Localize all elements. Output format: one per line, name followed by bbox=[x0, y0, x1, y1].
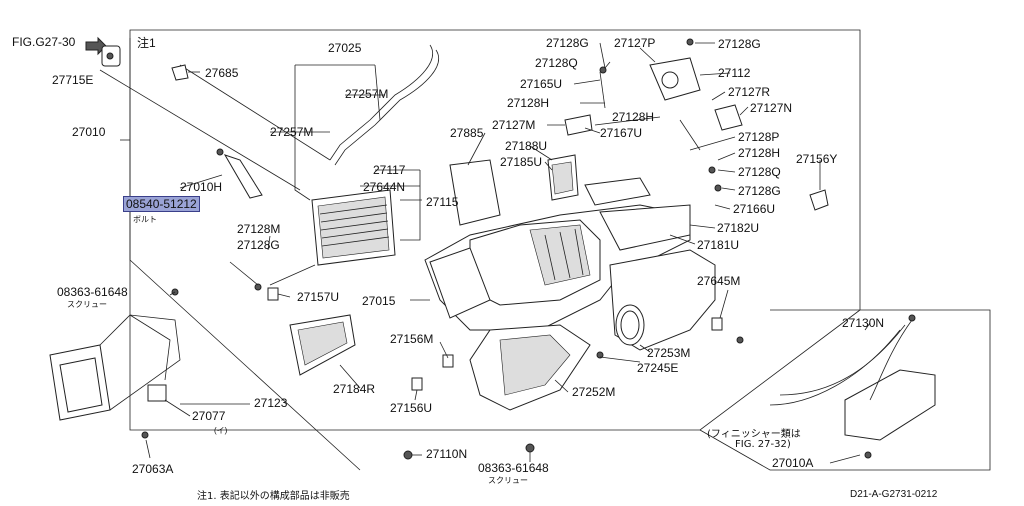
part-label-27885[interactable]: 27885 bbox=[450, 126, 484, 140]
part-label-27025[interactable]: 27025 bbox=[328, 41, 362, 55]
part-label-27715E[interactable]: 27715E bbox=[52, 73, 94, 87]
part-label-08363-61648-top[interactable]: 08363-61648 bbox=[57, 285, 128, 299]
heater-core-27115 bbox=[311, 189, 396, 266]
bracket-27010H bbox=[223, 154, 263, 199]
part-label-27181U[interactable]: 27181U bbox=[697, 238, 740, 252]
bracket-27685 bbox=[171, 64, 189, 81]
part-label-27127P[interactable]: 27127P bbox=[614, 36, 656, 50]
part-label-27010H[interactable]: 27010H bbox=[180, 180, 223, 194]
part-label-27156U[interactable]: 27156U bbox=[390, 401, 433, 415]
part-label-27128G-left[interactable]: 27128G bbox=[237, 238, 280, 252]
part-label-27128P[interactable]: 27128P bbox=[738, 130, 780, 144]
part-label-27128Q-a[interactable]: 27128Q bbox=[535, 56, 578, 70]
part-label-27077-sub: (イ) bbox=[214, 426, 228, 435]
part-label-27115[interactable]: 27115 bbox=[426, 195, 459, 209]
lever-27156Y bbox=[809, 189, 829, 211]
part-label-27128M[interactable]: 27128M bbox=[237, 222, 281, 236]
part-label-27257M-a[interactable]: 27257M bbox=[345, 87, 389, 101]
part-label-27063A[interactable]: 27063A bbox=[132, 462, 174, 476]
part-label-27127N[interactable]: 27127N bbox=[750, 101, 793, 115]
screw-caption-top: スクリュー bbox=[67, 300, 107, 309]
part-label-27128G-tr[interactable]: 27128G bbox=[718, 37, 761, 51]
clip-27157U bbox=[267, 287, 279, 301]
finisher-note-line2: FIG. 27-32) bbox=[735, 439, 791, 450]
part-label-27123[interactable]: 27123 bbox=[254, 396, 288, 410]
part-label-27253M[interactable]: 27253M bbox=[647, 346, 691, 360]
main-frame bbox=[129, 29, 861, 431]
duct-27252M bbox=[469, 324, 591, 411]
clip-27156U bbox=[411, 377, 423, 391]
part-label-27167U[interactable]: 27167U bbox=[600, 126, 643, 140]
diagram-code: D21-A-G2731-0212 bbox=[850, 489, 938, 500]
heater-case-27015 bbox=[424, 204, 691, 331]
left-frame bbox=[129, 38, 361, 471]
part-label-27188U[interactable]: 27188U bbox=[505, 139, 548, 153]
duct-27885 bbox=[449, 159, 501, 226]
part-label-27185U[interactable]: 27185U bbox=[500, 155, 543, 169]
part-label-27010[interactable]: 27010 bbox=[72, 125, 106, 139]
part-label-27110N[interactable]: 27110N bbox=[426, 447, 468, 461]
figure-ref[interactable]: FIG.G27-30 bbox=[12, 35, 76, 49]
part-label-08540-51212[interactable]: 08540-51212 bbox=[123, 196, 200, 212]
part-label-27165U[interactable]: 27165U bbox=[520, 77, 563, 91]
clip-27645M bbox=[711, 317, 723, 331]
part-label-27128G-r[interactable]: 27128G bbox=[738, 184, 781, 198]
part-label-27010A[interactable]: 27010A bbox=[772, 456, 814, 470]
part-label-27128H-b[interactable]: 27128H bbox=[507, 96, 550, 110]
part-label-08363-61648-bot[interactable]: 08363-61648 bbox=[478, 461, 549, 475]
part-label-27182U[interactable]: 27182U bbox=[717, 221, 760, 235]
part-label-27166U[interactable]: 27166U bbox=[733, 202, 776, 216]
part-label-27015[interactable]: 27015 bbox=[362, 294, 396, 308]
part-label-27157U[interactable]: 27157U bbox=[297, 290, 340, 304]
door-27188U bbox=[584, 177, 651, 206]
part-label-27127R[interactable]: 27127R bbox=[728, 85, 771, 99]
mechanism-parts bbox=[564, 38, 829, 211]
part-label-27156M[interactable]: 27156M bbox=[390, 332, 434, 346]
finisher-note-line1: (フィニッシャー類は bbox=[707, 429, 801, 440]
control-assembly-27130N bbox=[769, 314, 936, 459]
clip-27077 bbox=[147, 384, 167, 402]
duct-27253M bbox=[609, 249, 716, 351]
part-label-27645M[interactable]: 27645M bbox=[697, 274, 741, 288]
part-label-27685[interactable]: 27685 bbox=[205, 66, 239, 80]
part-label-27112[interactable]: 27112 bbox=[718, 66, 751, 80]
part-label-27128H-a[interactable]: 27128H bbox=[612, 110, 655, 124]
part-label-27077[interactable]: 27077 bbox=[192, 409, 226, 423]
part-label-27156Y[interactable]: 27156Y bbox=[796, 152, 838, 166]
link-27127M bbox=[564, 114, 593, 136]
part-label-27257M-b[interactable]: 27257M bbox=[270, 125, 314, 139]
clip-27156M bbox=[442, 354, 454, 368]
part-label-27127M[interactable]: 27127M bbox=[492, 118, 536, 132]
duct-27123 bbox=[49, 288, 181, 439]
part-label-27130N[interactable]: 27130N bbox=[842, 316, 885, 330]
screw-caption-bot: スクリュー bbox=[488, 476, 528, 485]
part-label-27128H-c[interactable]: 27128H bbox=[738, 146, 781, 160]
note-marker: 注1 bbox=[137, 36, 156, 50]
part-label-27117[interactable]: 27117 bbox=[373, 163, 406, 177]
part-label-27128G-top[interactable]: 27128G bbox=[546, 36, 589, 50]
part-label-27252M[interactable]: 27252M bbox=[572, 385, 616, 399]
bolt-caption: ボルト bbox=[133, 215, 157, 224]
footnote: 注1. 表記以外の構成部品は非販売 bbox=[197, 491, 350, 502]
part-label-27184R[interactable]: 27184R bbox=[333, 382, 376, 396]
control-frame bbox=[699, 309, 991, 471]
part-label-27245E[interactable]: 27245E bbox=[637, 361, 679, 375]
part-label-27644N[interactable]: 27644N bbox=[363, 180, 406, 194]
part-label-27128Q-b[interactable]: 27128Q bbox=[738, 165, 781, 179]
